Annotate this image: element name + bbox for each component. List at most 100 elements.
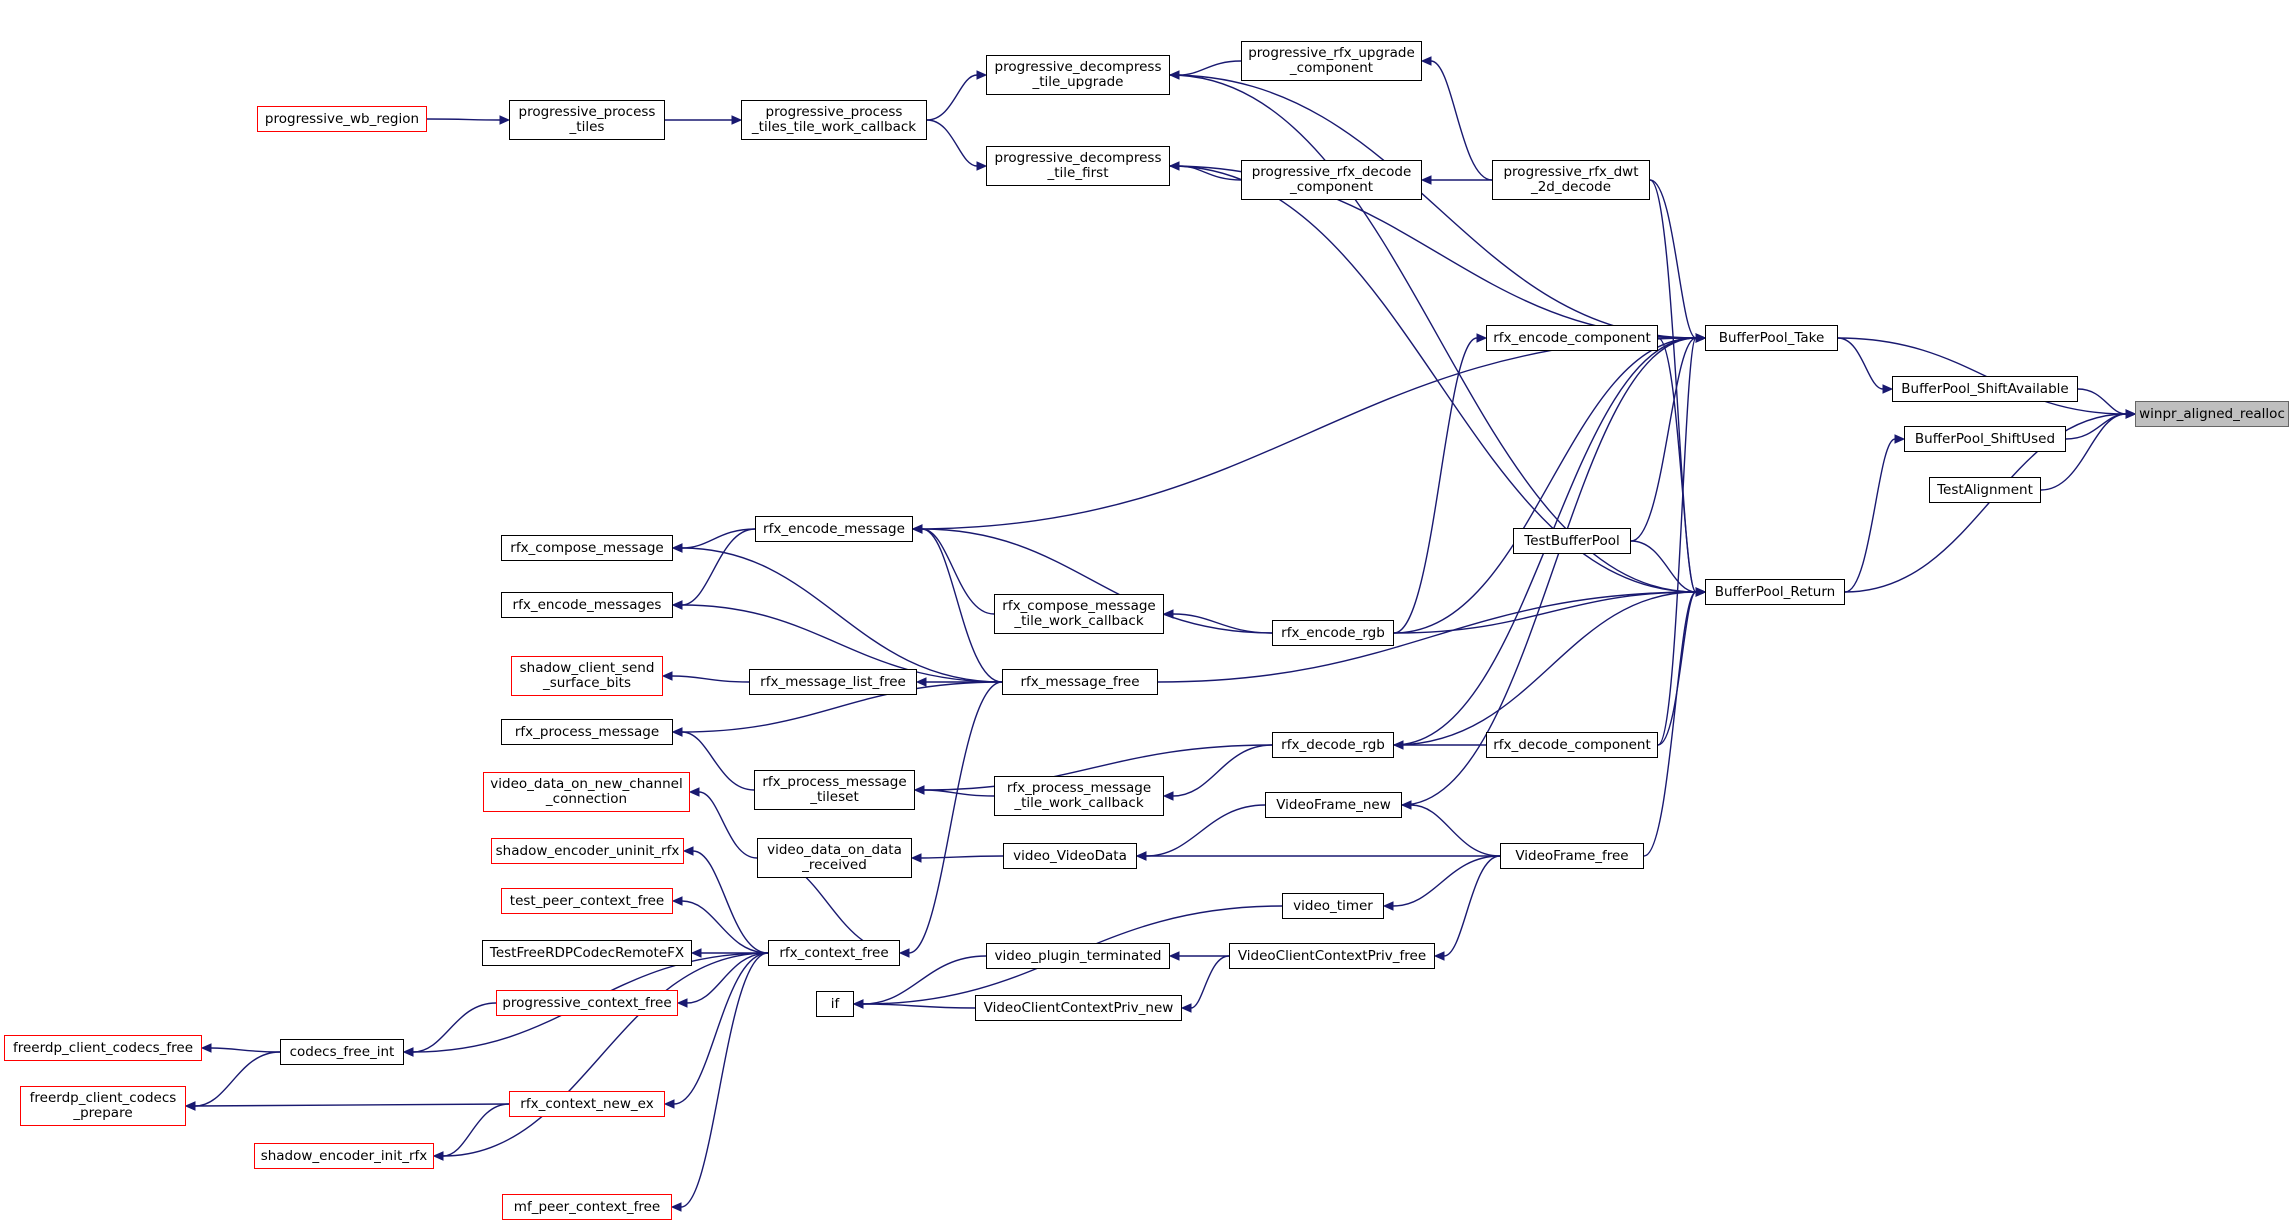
node-shadow-client-send-surface-bits[interactable]: shadow_client_send _surface_bits	[511, 656, 663, 696]
edge-n8-n7	[1168, 60, 1242, 80]
edge-n20-n19	[1162, 609, 1273, 634]
node-bufferpool-shiftused[interactable]: BufferPool_ShiftUsed	[1904, 426, 2066, 452]
edge-n11-n5	[1649, 179, 1707, 597]
node-shadow-encoder-init-rfx[interactable]: shadow_encoder_init_rfx	[254, 1143, 434, 1169]
node-mf-peer-context-free[interactable]: mf_peer_context_free	[502, 1194, 672, 1220]
node-video-timer[interactable]: video_timer	[1282, 893, 1384, 919]
edge-n5-n4	[1844, 434, 1906, 593]
edge-n39-n42	[676, 952, 769, 1008]
node-videoclientcontextpriv-new[interactable]: VideoClientContextPriv_new	[975, 995, 1182, 1021]
node-videoframe-new[interactable]: VideoFrame_new	[1265, 792, 1402, 818]
node-rfx-message-free[interactable]: rfx_message_free	[1002, 669, 1158, 695]
edge-n39-n36	[671, 896, 769, 954]
edge-n34-n33	[910, 853, 1004, 863]
node-rfx-context-free[interactable]: rfx_context_free	[768, 940, 900, 966]
node-if[interactable]: if	[816, 991, 854, 1017]
edge-n48-n47	[184, 1101, 510, 1111]
edge-n16-n18	[671, 528, 756, 610]
node-rfx-decode-component[interactable]: rfx_decode_component	[1486, 732, 1658, 758]
edge-n23-n22	[661, 671, 750, 683]
node-bufferpool-take[interactable]: BufferPool_Take	[1705, 325, 1838, 351]
node-rfx-encode-messages[interactable]: rfx_encode_messages	[501, 592, 673, 618]
node-video-data-on-new-channel-connection[interactable]: video_data_on_new_channel _connection	[483, 772, 690, 812]
node-bufferpool-shiftavailable[interactable]: BufferPool_ShiftAvailable	[1892, 376, 2078, 402]
edge-n19-n16	[911, 524, 995, 615]
edge-n41-n44	[1180, 955, 1230, 1013]
node-rfx-compose-message[interactable]: rfx_compose_message	[501, 535, 673, 561]
node-progressive-wb-region[interactable]: progressive_wb_region	[257, 106, 427, 132]
node-video-videodata[interactable]: video_VideoData	[1003, 843, 1137, 869]
node-rfx-encode-message[interactable]: rfx_encode_message	[755, 516, 913, 542]
node-progressive-context-free[interactable]: progressive_context_free	[496, 990, 678, 1016]
node-bufferpool-return[interactable]: BufferPool_Return	[1705, 579, 1845, 605]
node-testalignment[interactable]: TestAlignment	[1929, 477, 2041, 503]
node-videoclientcontextpriv-free[interactable]: VideoClientContextPriv_free	[1229, 943, 1435, 969]
edge-n33-n28	[688, 787, 758, 859]
edge-n39-n48	[663, 952, 769, 1109]
node-rfx-encode-rgb[interactable]: rfx_encode_rgb	[1272, 620, 1394, 646]
node-rfx-process-message[interactable]: rfx_process_message	[501, 719, 673, 745]
node-winpr-aligned-realloc: winpr_aligned_realloc	[2135, 401, 2289, 427]
edge-n26-n30	[1162, 744, 1273, 801]
node-progressive-decompress-tile-first[interactable]: progressive_decompress _tile_first	[986, 146, 1170, 186]
edge-n31-n3	[1401, 333, 1707, 806]
node-progressive-rfx-dwt-2d-decode[interactable]: progressive_rfx_dwt _2d_decode	[1492, 160, 1650, 200]
edge-layer	[184, 56, 2137, 1212]
edge-n35-n41	[1433, 855, 1501, 961]
node-testbufferpool[interactable]: TestBufferPool	[1513, 528, 1631, 554]
node-freerdp-client-codecs-free[interactable]: freerdp_client_codecs_free	[4, 1035, 202, 1061]
node-rfx-context-new-ex[interactable]: rfx_context_new_ex	[509, 1091, 665, 1117]
node-freerdp-client-codecs-prepare[interactable]: freerdp_client_codecs _prepare	[20, 1086, 186, 1126]
edge-n21-n3	[1630, 333, 1707, 542]
edge-n11-n8	[1420, 56, 1493, 181]
edge-n39-n50	[670, 952, 769, 1212]
edge-n35-n5	[1643, 587, 1707, 857]
edge-n27-n5	[1657, 587, 1707, 746]
node-rfx-encode-component[interactable]: rfx_encode_component	[1486, 325, 1658, 351]
node-rfx-process-message-tile-work-callback[interactable]: rfx_process_message _tile_work_callback	[994, 776, 1164, 816]
edge-n24-n16	[911, 524, 1003, 683]
node-video-plugin-terminated[interactable]: video_plugin_terminated	[986, 943, 1170, 969]
node-progressive-decompress-tile-upgrade[interactable]: progressive_decompress _tile_upgrade	[986, 55, 1170, 95]
node-progressive-rfx-decode-component[interactable]: progressive_rfx_decode _component	[1241, 160, 1422, 200]
edge-n35-n31	[1400, 800, 1501, 857]
edge-n7-n3	[1169, 74, 1707, 343]
edge-n27-n26	[1392, 740, 1486, 750]
edge-n13-n12	[665, 115, 743, 125]
edge-n24-n39	[898, 681, 1003, 958]
node-rfx-process-message-tileset[interactable]: rfx_process_message _tileset	[754, 770, 915, 810]
node-video-data-on-data-received[interactable]: video_data_on_data _received	[757, 838, 912, 878]
node-progressive-rfx-upgrade-component[interactable]: progressive_rfx_upgrade _component	[1241, 41, 1422, 81]
edge-n20-n15	[1393, 333, 1488, 634]
edge-n12-n7	[926, 70, 988, 121]
node-progressive-process-tiles[interactable]: progressive_process _tiles	[509, 100, 665, 140]
edge-n35-n34	[1135, 851, 1500, 861]
node-videoframe-free[interactable]: VideoFrame_free	[1500, 843, 1644, 869]
node-test-peer-context-free[interactable]: test_peer_context_free	[501, 888, 673, 914]
edge-n20-n5	[1393, 587, 1707, 634]
edge-n41-n40	[1168, 951, 1229, 961]
edge-n6-n1	[2040, 409, 2137, 491]
edge-n24-n17	[671, 543, 1003, 683]
edge-n16-n3	[912, 333, 1707, 530]
node-progressive-process-tiles-tile-work-callback[interactable]: progressive_process _tiles_tile_work_cal…	[741, 100, 927, 140]
edge-n30-n29	[913, 785, 995, 797]
edge-n27-n3	[1657, 333, 1707, 746]
edge-n42-n46	[402, 1002, 497, 1057]
edge-n24-n5	[1157, 587, 1707, 683]
edge-n24-n18	[671, 600, 1003, 683]
edge-n48-n49	[432, 1103, 510, 1161]
edge-n3-n2	[1837, 337, 1894, 394]
edge-n29-n25	[671, 727, 755, 791]
node-rfx-message-list-free[interactable]: rfx_message_list_free	[749, 669, 917, 695]
edge-n11-n10	[1420, 175, 1492, 185]
edge-n44-n43	[852, 999, 976, 1009]
node-rfx-compose-message-tile-work-callback[interactable]: rfx_compose_message _tile_work_callback	[994, 594, 1164, 634]
edge-n35-n37	[1382, 855, 1501, 911]
node-rfx-decode-rgb[interactable]: rfx_decode_rgb	[1272, 732, 1394, 758]
node-shadow-encoder-uninit-rfx[interactable]: shadow_encoder_uninit_rfx	[491, 838, 684, 864]
edge-n14-n13	[426, 115, 511, 125]
node-testfreerdpcodecremotefx[interactable]: TestFreeRDPCodecRemoteFX	[482, 940, 692, 966]
node-codecs-free-int[interactable]: codecs_free_int	[280, 1039, 404, 1065]
